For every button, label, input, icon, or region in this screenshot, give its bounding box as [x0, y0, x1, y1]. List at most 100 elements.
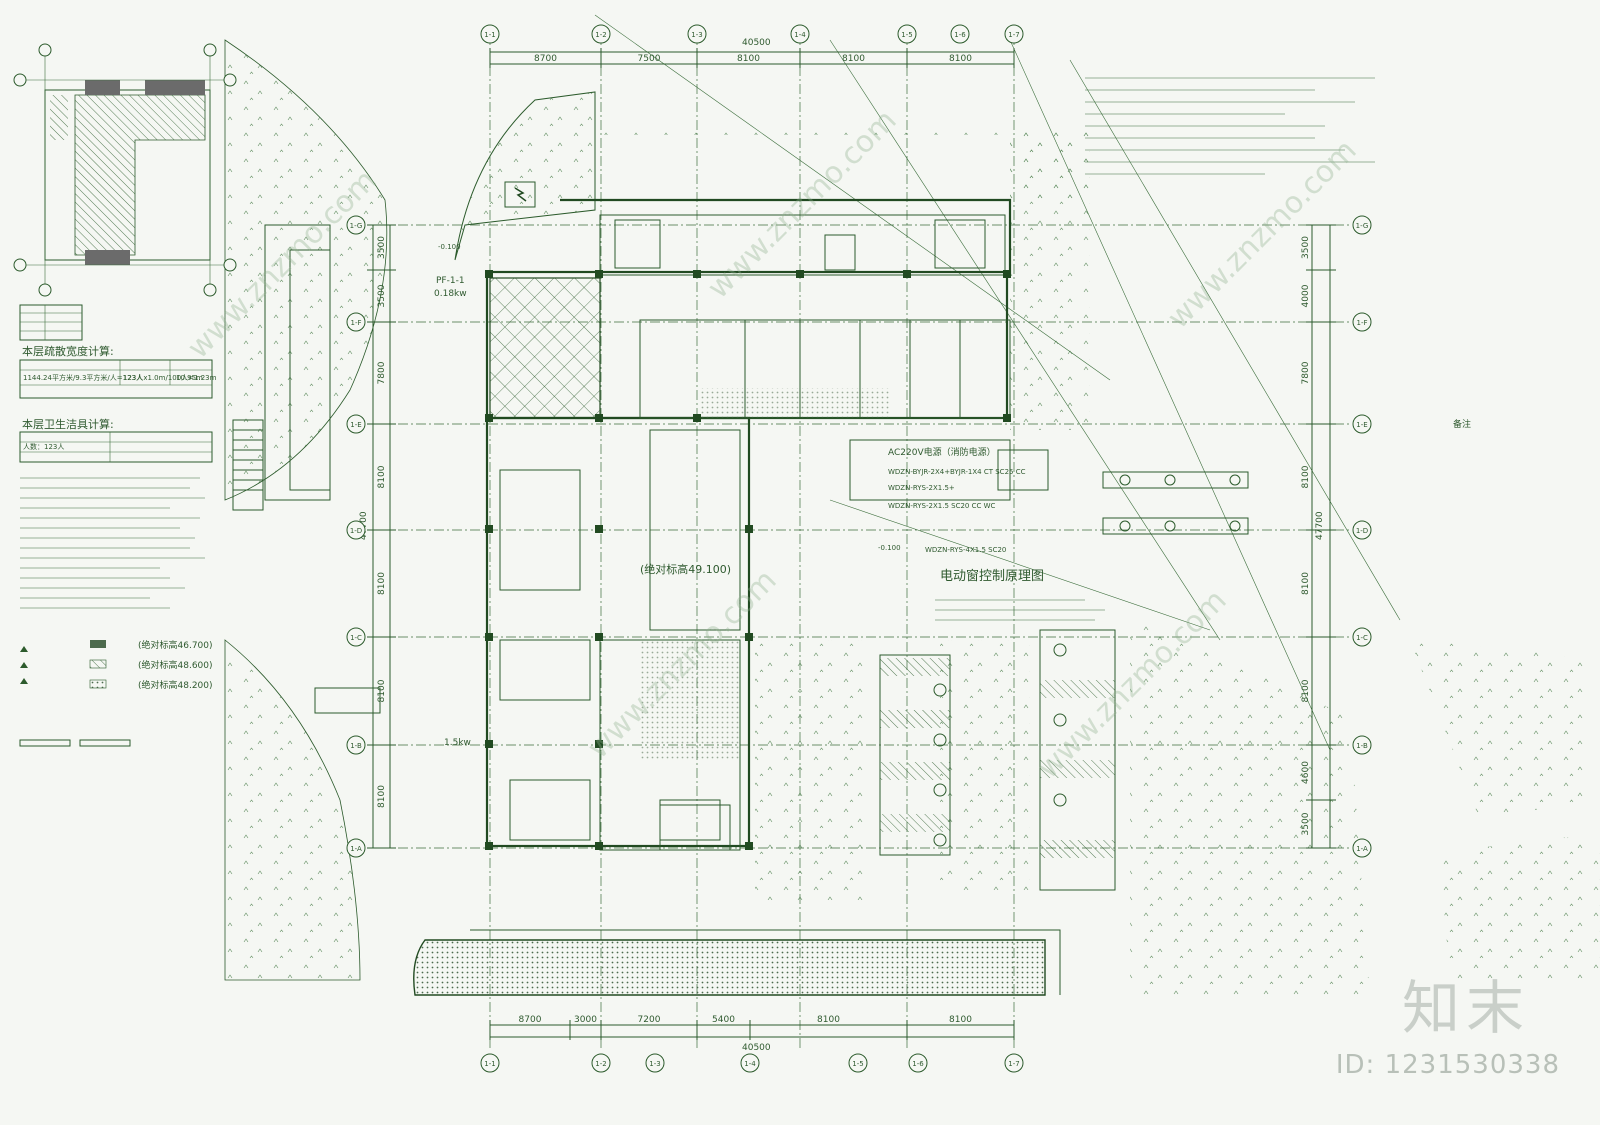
col-axis-top-label-2: 1-3: [691, 31, 702, 39]
col-axis-top-label-3: 1-4: [794, 31, 806, 39]
col-axis-bottom-label-5: 1-6: [912, 1060, 924, 1068]
toilet-calc-title: 本层卫生洁具计算:: [22, 417, 114, 431]
dim-right-4: 8100: [1301, 572, 1311, 595]
dim-right-5: 8100: [1301, 679, 1311, 702]
toilet-calc-row: 人数：123人: [23, 442, 64, 451]
dim-left-6: 8100: [377, 785, 387, 808]
ac-supply-label: AC220V电源（消防电源）: [888, 446, 996, 458]
building-walls: [232, 198, 1012, 851]
window-control-title: 电动窗控制原理图: [940, 568, 1044, 584]
col-axis-bottom-circle-4: [848, 1053, 868, 1073]
brand-id-text: ID: 1231530338: [1335, 1050, 1560, 1080]
legend-table: [19, 304, 83, 341]
row-axis-markers-right: 1-G1-F1-E1-D1-C1-B1-A: [1352, 215, 1372, 858]
row-axis-left-label-0: 1-G: [350, 222, 363, 230]
fan-power-label: 0.18kw: [434, 289, 467, 299]
row-axis-left-circle-1: [346, 312, 366, 332]
row-axis-right-label-0: 1-G: [1356, 222, 1369, 230]
dim-bottom-2: 7200: [638, 1015, 661, 1025]
dim-bottom-4: 8100: [817, 1015, 840, 1025]
landscape-areas: [224, 39, 1600, 1000]
row-axis-right-circle-1: [1352, 312, 1372, 332]
row-axis-left-label-6: 1-A: [350, 845, 362, 853]
col-axis-bottom-circle-6: [1004, 1053, 1024, 1073]
col-axis-top-circle-5: [950, 24, 970, 44]
level-minus-a: -0.100: [438, 243, 461, 251]
col-axis-bottom-label-6: 1-7: [1008, 1060, 1019, 1068]
row-axis-right-circle-4: [1352, 627, 1372, 647]
cable-label-3: WDZN-RYS-2X1.5 SC20 CC WC: [888, 502, 996, 510]
col-axis-top-circle-0: [480, 24, 500, 44]
level-legend-b: (绝对标高48.600): [138, 659, 213, 671]
parking-stalls: [879, 629, 1116, 891]
row-axis-left-circle-2: [346, 414, 366, 434]
col-axis-top-circle-2: [687, 24, 707, 44]
fan-power-label-2: 1.5kw: [444, 738, 471, 748]
dims-top: 8700 7500 8100 8100 8100: [489, 48, 1015, 68]
dim-top-3: 8100: [842, 54, 865, 64]
dimension-lines: [372, 51, 1331, 1038]
dim-left-3: 8100: [377, 465, 387, 488]
row-axis-markers-left: 1-G1-F1-E1-D1-C1-B1-A: [346, 215, 366, 858]
row-axis-right-label-4: 1-C: [1356, 634, 1368, 642]
row-axis-left-label-5: 1-B: [350, 742, 362, 750]
dim-right-0: 3500: [1301, 236, 1311, 259]
cable-label-2: WDZN-RYS-2X1.5+: [888, 484, 955, 492]
row-axis-left-label-2: 1-E: [350, 421, 361, 429]
dim-bottom-5: 8100: [949, 1015, 972, 1025]
col-axis-top-label-5: 1-6: [954, 31, 966, 39]
dim-right-1: 4000: [1301, 284, 1311, 307]
evac-calc-row: 1144.24平方米/9.3平方米/人=123人: [23, 373, 143, 382]
evac-calc-width: 123人x1.0m/100人=1.23m: [123, 374, 217, 382]
dim-bottom-1: 3000: [574, 1015, 597, 1025]
col-axis-bottom-label-4: 1-5: [852, 1060, 863, 1068]
row-axis-right-label-5: 1-B: [1356, 742, 1368, 750]
dim-bottom-total: 40500: [742, 1043, 771, 1053]
col-axis-top-label-4: 1-5: [901, 31, 912, 39]
col-axis-bottom-circle-0: [480, 1053, 500, 1073]
row-axis-right-circle-5: [1352, 735, 1372, 755]
notes-lines: [20, 77, 1375, 621]
dim-top-2: 8100: [737, 54, 760, 64]
row-axis-right-label-6: 1-A: [1356, 845, 1368, 853]
plan-labels: (绝对标高49.100) -0.100 -0.100 PF-1-1 0.18kw…: [434, 181, 901, 748]
cable-label-4: WDZN-RYS-4X1.5 SC20: [925, 546, 1006, 554]
row-axis-left-circle-0: [346, 215, 366, 235]
row-axis-left-circle-6: [346, 838, 366, 858]
level-legend: (绝对标高46.700) (绝对标高48.600) (绝对标高48.200): [19, 639, 213, 747]
col-axis-top-label-1: 1-2: [595, 31, 606, 39]
row-axis-right-label-1: 1-F: [1356, 319, 1367, 327]
row-axis-left-circle-5: [346, 735, 366, 755]
calc-tables: 本层疏散宽度计算: 1144.24平方米/9.3平方米/人=123人 123人x…: [19, 344, 217, 463]
dim-left-0: 3500: [377, 236, 387, 259]
dim-left-1: 3500: [377, 284, 387, 307]
level-legend-a: (绝对标高46.700): [138, 639, 213, 651]
diagonal-lines: [594, 14, 1401, 751]
col-axis-top-circle-1: [591, 24, 611, 44]
dim-left-5: 8100: [377, 679, 387, 702]
dim-top-1: 7500: [638, 54, 661, 64]
col-axis-bottom-label-2: 1-3: [649, 1060, 660, 1068]
dim-top-0: 8700: [534, 54, 557, 64]
col-axis-top-label-0: 1-1: [484, 31, 495, 39]
col-axis-top-circle-4: [897, 24, 917, 44]
dim-right-7: 3500: [1301, 812, 1311, 835]
col-axis-bottom-circle-1: [591, 1053, 611, 1073]
watermark-3: www.znzmo.com: [1161, 133, 1364, 336]
evac-calc-title: 本层疏散宽度计算:: [22, 344, 114, 358]
row-axis-left-circle-3: [346, 520, 366, 540]
row-axis-right-circle-0: [1352, 215, 1372, 235]
dim-left-2: 7800: [377, 361, 387, 384]
fan-id-label: PF-1-1: [436, 276, 465, 286]
col-axis-bottom-label-0: 1-1: [484, 1060, 495, 1068]
col-axis-bottom-label-1: 1-2: [595, 1060, 606, 1068]
main-level-label: (绝对标高49.100): [640, 562, 731, 576]
dim-right-2: 7800: [1301, 361, 1311, 384]
remark-label: 备注: [1453, 418, 1471, 430]
dim-top-4: 8100: [949, 54, 972, 64]
